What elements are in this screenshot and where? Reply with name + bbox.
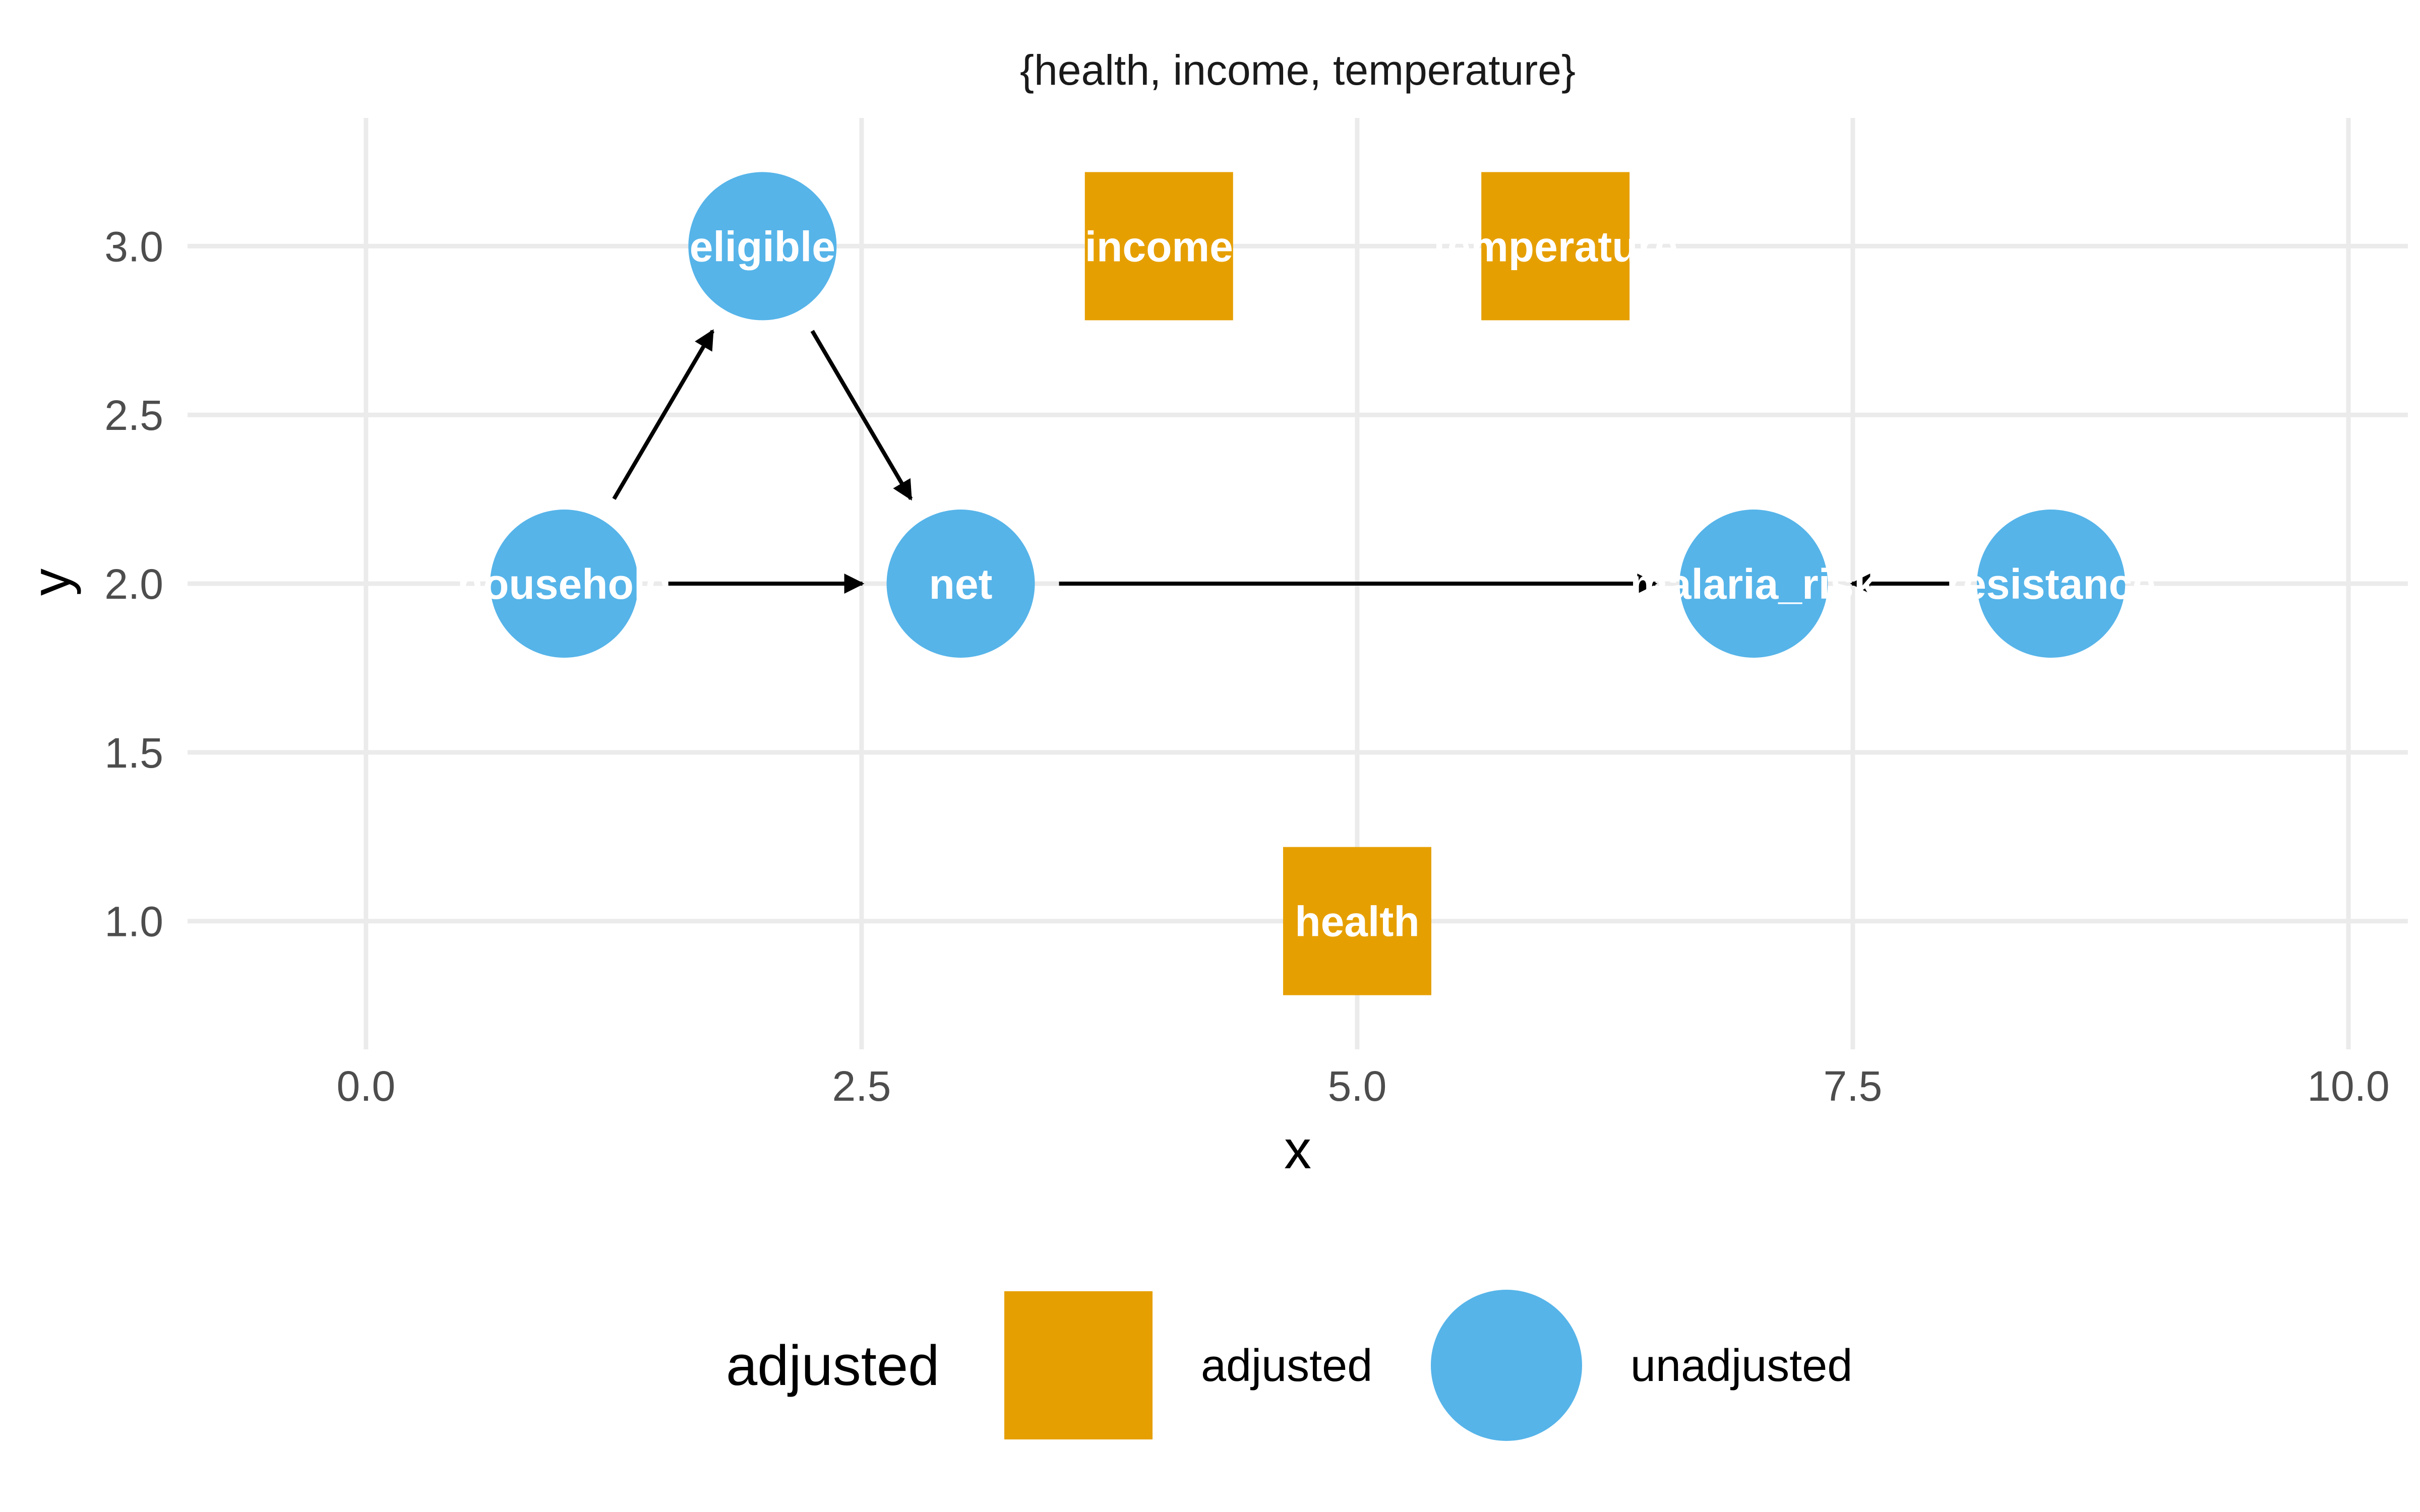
x-axis-title: x: [1284, 1119, 1311, 1180]
x-tick-label: 2.5: [832, 1062, 891, 1110]
x-tick-label: 5.0: [1328, 1062, 1387, 1110]
y-axis-ticks: 1.0 1.5 2.0 2.5 3.0: [104, 223, 163, 945]
node-household: household: [457, 510, 672, 658]
legend-label-unadjusted: unadjusted: [1630, 1341, 1852, 1391]
node-label: net: [929, 560, 993, 608]
node-eligible: eligible: [688, 172, 837, 321]
node-label: health: [1295, 898, 1419, 946]
x-axis-ticks: 0.0 2.5 5.0 7.5 10.0: [337, 1062, 2390, 1110]
node-resistance: resistance: [1946, 510, 2156, 658]
x-tick-label: 10.0: [2307, 1062, 2390, 1110]
node-net: net: [886, 510, 1035, 658]
y-tick-label: 2.0: [104, 560, 163, 608]
legend-label-adjusted: adjusted: [1201, 1341, 1372, 1391]
node-malaria_risk: malaria_risk: [1630, 510, 1878, 658]
legend-key-adjusted: [1004, 1291, 1153, 1439]
node-label: malaria_risk: [1630, 560, 1878, 608]
node-marker-circle: [490, 510, 639, 658]
legend-title: adjusted: [726, 1334, 939, 1397]
legend-key-unadjusted: [1431, 1290, 1582, 1441]
node-income: income: [1084, 172, 1233, 321]
node-layer: eligible income temperature household net mal…: [457, 172, 2156, 995]
legend: adjusted adjusted unadjusted: [726, 1290, 1852, 1441]
edge-eligible-to-net: [810, 330, 913, 501]
node-label: household: [457, 560, 672, 608]
y-tick-label: 2.5: [104, 392, 163, 439]
node-marker-circle: [688, 172, 837, 321]
node-label: temperature: [1433, 223, 1678, 270]
node-label: resistance: [1946, 560, 2156, 608]
y-tick-label: 1.0: [104, 898, 163, 946]
edge-layer: [612, 329, 1953, 594]
x-tick-label: 0.0: [337, 1062, 396, 1110]
node-label: eligible: [690, 223, 835, 270]
node-marker-square: [1283, 847, 1431, 995]
node-health: health: [1283, 847, 1431, 995]
node-marker-circle: [1679, 510, 1828, 658]
node-marker-square: [1084, 172, 1233, 321]
x-tick-label: 7.5: [1824, 1062, 1883, 1110]
edge-household-to-eligible: [612, 329, 715, 500]
node-marker-square: [1481, 172, 1630, 321]
y-axis-title: y: [20, 569, 81, 596]
y-tick-label: 3.0: [104, 223, 163, 270]
node-label: income: [1085, 223, 1233, 270]
y-tick-label: 1.5: [104, 729, 163, 777]
chart-title: {health, income, temperature}: [1020, 46, 1576, 94]
node-temperature: temperature: [1433, 172, 1678, 321]
node-marker-circle: [886, 510, 1035, 658]
node-marker-circle: [1977, 510, 2126, 658]
